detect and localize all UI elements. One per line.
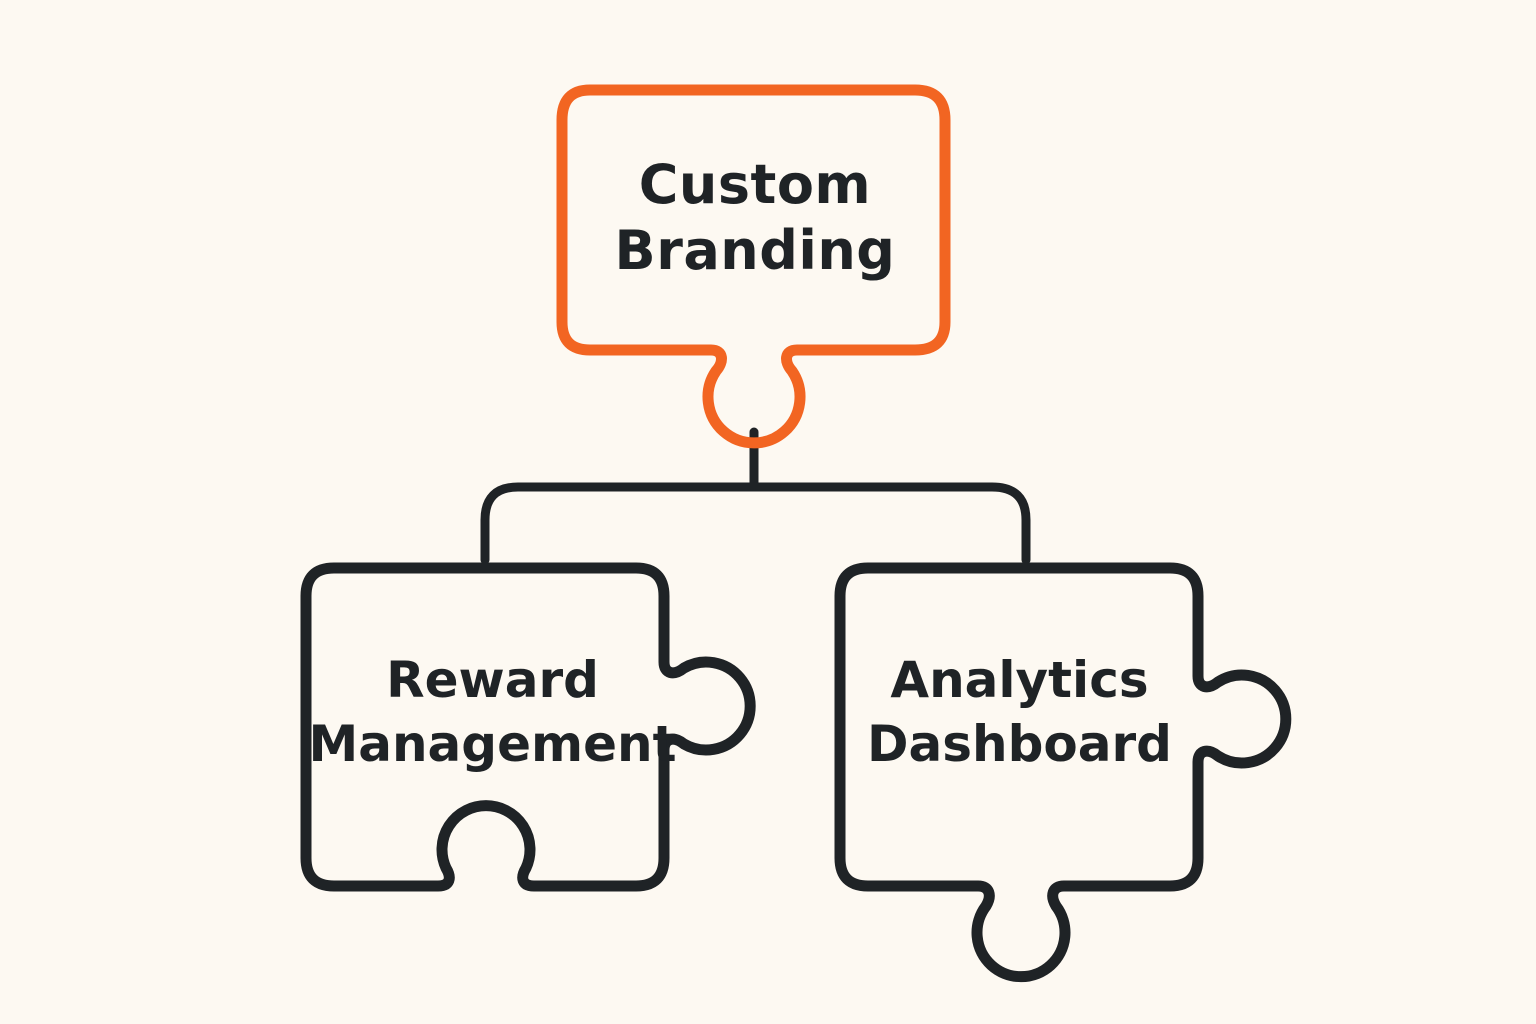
analytics-dashboard-piece [834,562,1292,983]
reward-management-label: Reward Management [300,648,685,776]
connector-lines [480,427,1031,565]
custom-branding-line-1: Custom [638,153,872,216]
reward-management-piece [300,562,756,892]
custom-branding-piece [556,84,951,449]
custom-branding-line-2: Branding [614,219,896,282]
reward-management-line-1: Reward [386,651,599,709]
analytics-dashboard-label: Analytics Dashboard [832,648,1207,776]
reward-management-line-2: Management [308,715,677,773]
custom-branding-label: Custom Branding [560,152,950,284]
analytics-dashboard-line-1: Analytics [890,651,1149,709]
analytics-dashboard-line-2: Dashboard [867,715,1172,773]
